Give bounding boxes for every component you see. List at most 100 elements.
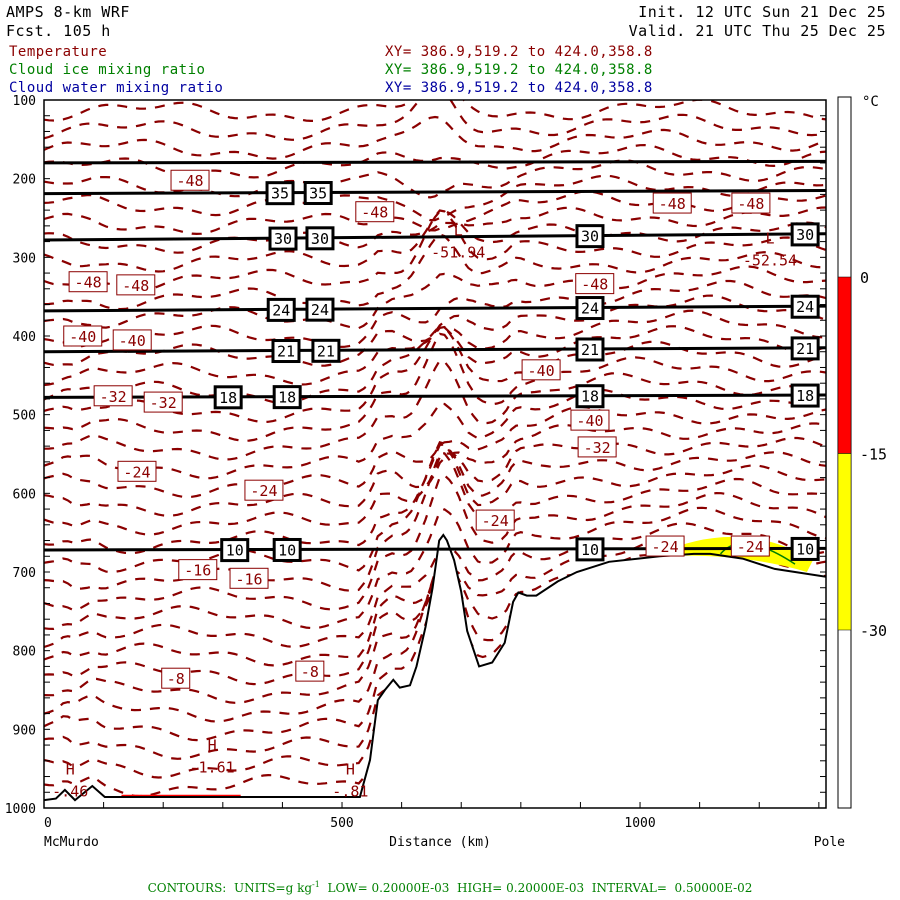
x-end-label: Pole [814, 835, 845, 850]
x-tick-label: 500 [330, 816, 353, 831]
y-tick-label: 500 [13, 409, 36, 424]
height-contour-line [44, 346, 826, 354]
temperature-label: -48 [176, 172, 203, 190]
temperature-label: -24 [250, 482, 277, 500]
height-contour-line [44, 546, 826, 552]
high-marker: H [66, 760, 75, 778]
isotherm-contour [44, 332, 826, 442]
temperature-label: -16 [184, 562, 211, 580]
colorbar-tick-label: -15 [860, 446, 887, 464]
isotherm-contour [44, 440, 826, 574]
extremum-value: -1.61 [190, 759, 235, 777]
temperature-label-box [577, 436, 617, 458]
height-label: 21 [317, 342, 335, 360]
height-label-box [271, 339, 301, 364]
low-marker: L [454, 221, 463, 239]
legend-cloud-ice-xy: XY= 386.9,519.2 to 424.0,358.8 [385, 62, 653, 78]
y-tick-label: 700 [13, 566, 36, 581]
x-axis-title: Distance (km) [389, 835, 491, 850]
height-label-box [266, 297, 296, 322]
legend-temperature: Temperature [9, 44, 108, 60]
height-label: 21 [796, 340, 814, 358]
y-tick-label: 100 [13, 94, 36, 109]
y-tick-label: 400 [13, 330, 36, 345]
temperature-label-box [475, 509, 515, 531]
y-tick-label: 1000 [5, 802, 36, 817]
temperature-label-box [112, 329, 152, 351]
height-contour-line [44, 304, 826, 313]
height-label-box [305, 226, 335, 251]
temperature-label-box [244, 479, 284, 501]
isotherm-contour [44, 294, 826, 367]
extremum-value: -.46 [52, 782, 88, 800]
temperature-label: -32 [584, 439, 611, 457]
isotherm-contour [44, 174, 826, 222]
height-label-box [575, 224, 605, 249]
colorbar-band [837, 276, 852, 454]
temperature-label: -40 [69, 328, 96, 346]
init-time: Init. 12 UTC Sun 21 Dec 25 [638, 3, 886, 21]
colorbar-tick-label: 0 [860, 269, 869, 287]
height-label: 18 [278, 389, 296, 407]
height-label: 24 [581, 300, 599, 318]
y-tick-label: 200 [13, 173, 36, 188]
height-label: 18 [796, 387, 814, 405]
isotherm-contour [44, 115, 826, 160]
height-label-box [575, 384, 605, 409]
height-label: 18 [581, 388, 599, 406]
temperature-label-box [63, 325, 103, 347]
x-start-label: McMurdo [44, 835, 99, 850]
y-tick-label: 600 [13, 487, 36, 502]
height-label-box [265, 181, 295, 206]
height-label-box [790, 294, 820, 319]
height-label: 24 [272, 301, 290, 319]
height-label: 10 [581, 541, 599, 559]
temperature-label-box [68, 271, 108, 293]
temperature-label: -24 [737, 538, 764, 556]
height-label-box [268, 226, 298, 251]
temperature-label: -48 [581, 276, 608, 294]
isotherm-contour [44, 265, 826, 330]
height-label: 35 [309, 185, 327, 203]
height-label-box [305, 297, 335, 322]
isotherm-contour [44, 309, 826, 387]
temperature-label-box [575, 273, 615, 295]
temperature-label-box [730, 535, 770, 557]
colorbar-tick-label: -30 [860, 622, 887, 640]
height-label: 10 [226, 542, 244, 560]
extremum-value: -52.54 [743, 251, 797, 269]
isotherm-contour [44, 159, 826, 199]
colorbar-unit: °C [862, 94, 879, 110]
valid-time: Valid. 21 UTC Thu 25 Dec 25 [628, 22, 886, 40]
temperature-label: -24 [652, 538, 679, 556]
isotherm-contour [44, 422, 826, 517]
temperature-label: -24 [123, 463, 150, 481]
terrain-outline [44, 533, 826, 802]
footer-units-exponent: -1 [312, 880, 320, 889]
extremum-value: -51.94 [431, 243, 485, 261]
isotherm-contour [44, 506, 826, 631]
height-label-box [790, 383, 820, 408]
height-label-box [213, 385, 243, 410]
isotherm-contour [44, 209, 826, 292]
temperature-label-box [652, 192, 692, 214]
temperature-label-box [731, 192, 771, 214]
temperature-label: -48 [75, 274, 102, 292]
high-marker: H [346, 760, 355, 778]
temperature-label: -32 [100, 388, 127, 406]
terrain-fill [44, 535, 826, 808]
temperature-label: -48 [659, 195, 686, 213]
height-label: 30 [581, 228, 599, 246]
temperature-label-box [570, 409, 610, 431]
legend-cloud-water-xy: XY= 386.9,519.2 to 424.0,358.8 [385, 80, 653, 96]
model-title: AMPS 8-km WRF [6, 3, 130, 21]
extremum-value: -.81 [332, 782, 368, 800]
height-label: 10 [796, 540, 814, 558]
temperature-label-box [170, 169, 210, 191]
isotherm-contour [44, 359, 826, 461]
legend-cloud-water: Cloud water mixing ratio [9, 80, 224, 96]
temperature-label-box [178, 559, 218, 581]
isotherm-contour [44, 443, 826, 555]
isotherm-contour [44, 190, 826, 236]
temperature-label: -24 [482, 512, 509, 530]
